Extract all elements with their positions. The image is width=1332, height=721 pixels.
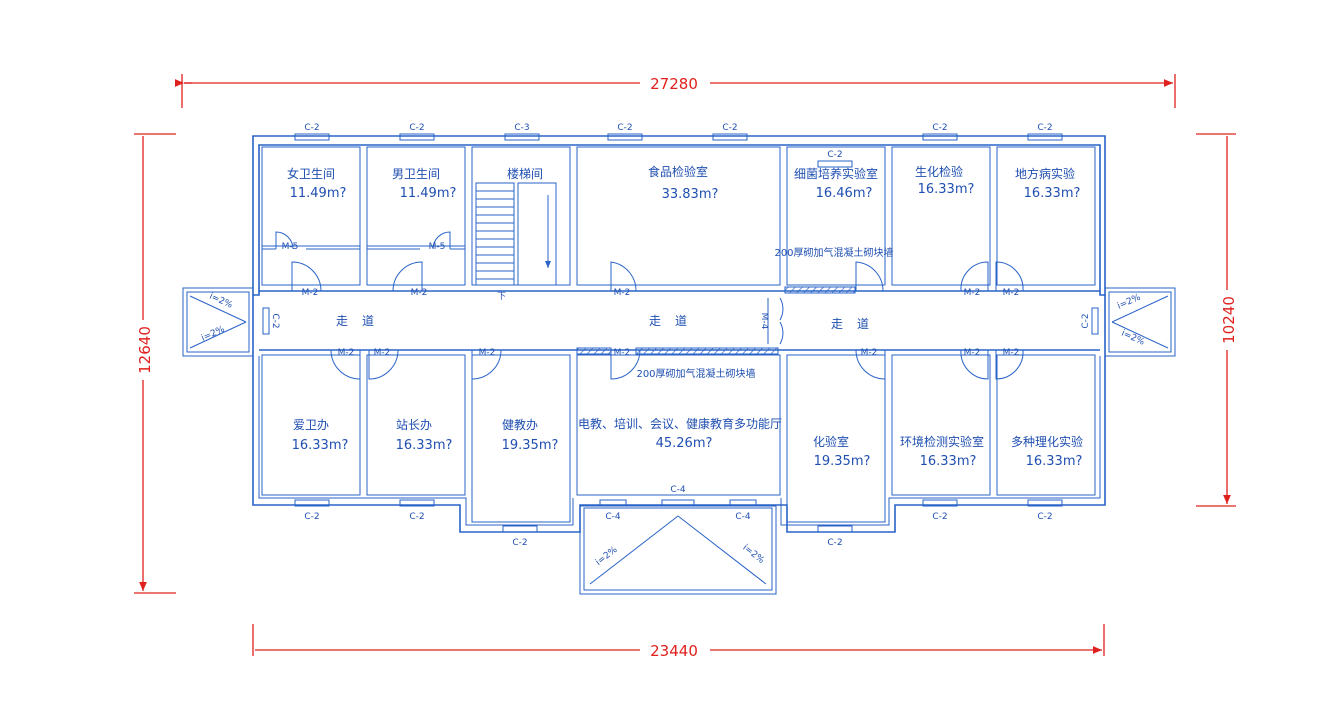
svg-text:C-2: C-2: [827, 150, 842, 160]
room-area-bottom-6: 16.33m?: [1026, 454, 1083, 469]
svg-text:M-2: M-2: [302, 288, 319, 298]
svg-text:i=2%: i=2%: [208, 292, 235, 311]
room-name-bottom-2: 健教办: [502, 417, 538, 432]
hatched-wall-top: [784, 286, 856, 294]
svg-text:C-2: C-2: [932, 512, 947, 522]
right-ramp: [1104, 287, 1176, 357]
corridor-label-left: 走道: [336, 314, 388, 328]
svg-text:C-2: C-2: [617, 123, 632, 133]
svg-text:i=2%: i=2%: [200, 324, 227, 343]
room-area-bottom-3: 45.26m?: [656, 436, 713, 451]
corridor-label-center: 走道: [649, 314, 701, 328]
room-name-bottom-6: 多种理化实验: [1011, 434, 1083, 449]
svg-text:M-2: M-2: [338, 348, 355, 358]
svg-text:M-2: M-2: [411, 288, 428, 298]
svg-text:C-2: C-2: [512, 538, 527, 548]
top-rooms-walls: [259, 146, 1100, 351]
room-area-top-4: 16.46m?: [816, 186, 873, 201]
dimension-left: 12640: [134, 133, 176, 594]
room-name-top-0: 女卫生间: [287, 166, 335, 181]
doors: [275, 231, 1024, 380]
room-name-top-3: 食品检验室: [648, 164, 708, 179]
stair-down-label: 下: [497, 292, 506, 302]
room-area-top-3: 33.83m?: [662, 187, 719, 202]
svg-text:C-2: C-2: [932, 123, 947, 133]
room-name-bottom-5: 环境检测实验室: [900, 434, 984, 449]
corridor-label-right: 走道: [831, 317, 883, 331]
svg-text:M-5: M-5: [429, 242, 446, 252]
svg-text:C-2: C-2: [304, 512, 319, 522]
svg-text:C-2: C-2: [1081, 313, 1091, 328]
dim-left-label: 12640: [136, 326, 154, 374]
svg-text:C-2: C-2: [304, 123, 319, 133]
svg-text:C-3: C-3: [514, 123, 529, 133]
room-name-bottom-1: 站长办: [396, 417, 432, 432]
svg-text:C-2: C-2: [1037, 512, 1052, 522]
left-ramp: [182, 287, 254, 357]
svg-text:C-4: C-4: [670, 485, 686, 495]
room-name-bottom-3: 电教、培训、会议、健康教育多功能厅: [578, 416, 782, 431]
hatched-wall-bottom-1: [576, 347, 612, 355]
partition-note-bottom: 200厚砌加气混凝土砌块墙: [636, 367, 755, 380]
hatched-wall-bottom-2: [635, 347, 779, 355]
room-area-top-6: 16.33m?: [1024, 186, 1081, 201]
room-area-bottom-5: 16.33m?: [920, 454, 977, 469]
svg-text:C-2: C-2: [409, 123, 424, 133]
room-area-top-1: 11.49m?: [400, 186, 457, 201]
room-name-top-6: 地方病实验: [1015, 166, 1075, 181]
dim-top-label: 27280: [650, 75, 698, 93]
room-name-bottom-4: 化验室: [813, 434, 849, 449]
room-area-bottom-0: 16.33m?: [292, 438, 349, 453]
svg-text:C-2: C-2: [270, 313, 280, 328]
room-name-top-2: 楼梯间: [507, 166, 543, 181]
svg-text:M-2: M-2: [374, 348, 391, 358]
svg-text:M-4: M-4: [759, 313, 769, 330]
svg-text:C-2: C-2: [722, 123, 737, 133]
room-name-top-5: 生化检验: [915, 164, 963, 179]
svg-text:M-2: M-2: [479, 348, 496, 358]
svg-text:M-2: M-2: [964, 288, 981, 298]
window-codes: C-2 C-2 C-3 C-2 C-2 C-2 C-2 C-2 C-2 C-2 …: [270, 123, 1091, 548]
bottom-rooms-walls: [261, 354, 1096, 523]
room-area-bottom-4: 19.35m?: [814, 454, 871, 469]
room-area-bottom-2: 19.35m?: [502, 438, 559, 453]
dim-bottom-label: 23440: [650, 642, 698, 660]
svg-text:C-2: C-2: [827, 538, 842, 548]
room-name-top-1: 男卫生间: [392, 167, 440, 181]
dimension-right: 10240: [1196, 133, 1238, 507]
svg-text:C-2: C-2: [409, 512, 424, 522]
room-name-top-4: 细菌培养实验室: [794, 166, 878, 181]
svg-text:i=2%: i=2%: [741, 543, 767, 566]
dimension-top: 27280: [174, 74, 1176, 108]
svg-text:i=2%: i=2%: [1116, 292, 1143, 311]
door-codes: M-5 M-5 M-2 M-2 M-2 M-2 M-2 M-2 M-2 M-2 …: [282, 242, 1020, 358]
svg-text:C-4: C-4: [605, 512, 621, 522]
dimension-bottom: 23440: [252, 624, 1105, 660]
svg-text:M-2: M-2: [1003, 288, 1020, 298]
svg-text:C-4: C-4: [735, 512, 751, 522]
windows: [262, 133, 1099, 533]
outer-walls: [252, 135, 1106, 533]
dim-right-label: 10240: [1220, 296, 1238, 344]
svg-text:M-2: M-2: [614, 348, 631, 358]
room-area-bottom-1: 16.33m?: [396, 438, 453, 453]
room-area-top-0: 11.49m?: [290, 186, 347, 201]
partition-note-top: 200厚砌加气混凝土砌块墙: [774, 246, 893, 259]
front-porch: [579, 505, 777, 595]
svg-text:C-2: C-2: [1037, 123, 1052, 133]
svg-text:M-2: M-2: [861, 348, 878, 358]
room-area-top-5: 16.33m?: [918, 182, 975, 197]
room-name-bottom-0: 爱卫办: [293, 417, 329, 432]
svg-text:M-2: M-2: [964, 348, 981, 358]
svg-text:M-2: M-2: [614, 288, 631, 298]
svg-text:M-2: M-2: [1003, 348, 1020, 358]
stair-flight: 下: [475, 182, 557, 302]
svg-text:M-5: M-5: [282, 242, 299, 252]
